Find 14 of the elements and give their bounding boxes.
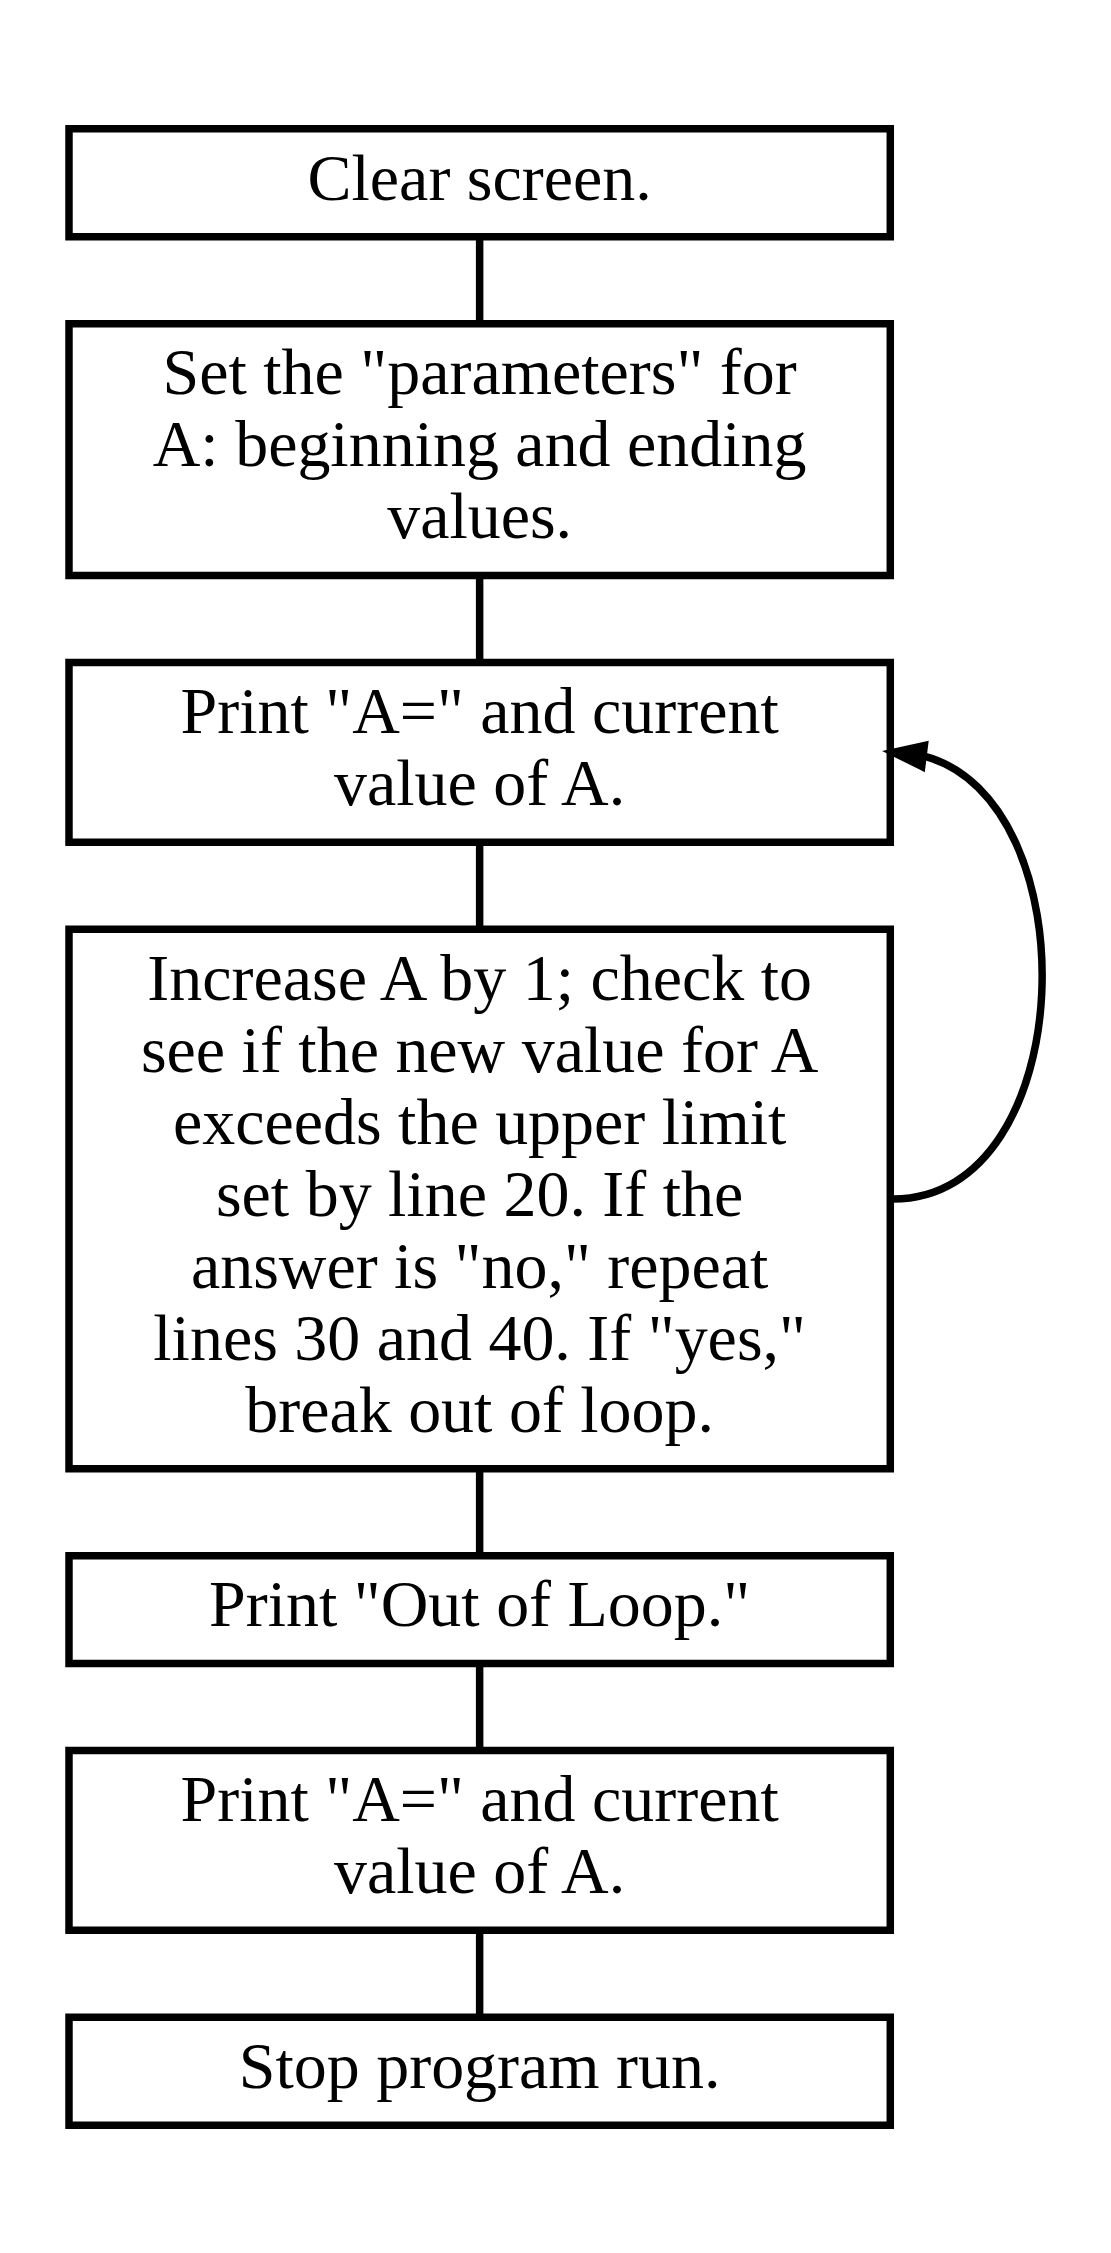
node-box: Clear screen. (64, 124, 894, 240)
node-box: Print "Out of Loop." (64, 1551, 894, 1667)
node-box: Increase A by 1; check to see if the new value for A exceeds the upper limit set by line 20. If the answer is "no," repeat lines 30 and 40. If "yes," break out of loop. (64, 924, 894, 1472)
node-box: Print "A=" and current value of A. (64, 658, 894, 846)
connector (475, 1469, 483, 1555)
connector (475, 236, 483, 323)
connector (475, 841, 483, 929)
node-box: Stop program run. (64, 2013, 894, 2129)
connector (475, 1930, 483, 2017)
connector (475, 1663, 483, 1750)
arrow (881, 740, 1045, 1203)
node-box: Set the "parameters" for A: beginning and ending values. (64, 319, 894, 579)
node-box: Print "A=" and current value of A. (64, 1746, 894, 1934)
connector (475, 575, 483, 662)
